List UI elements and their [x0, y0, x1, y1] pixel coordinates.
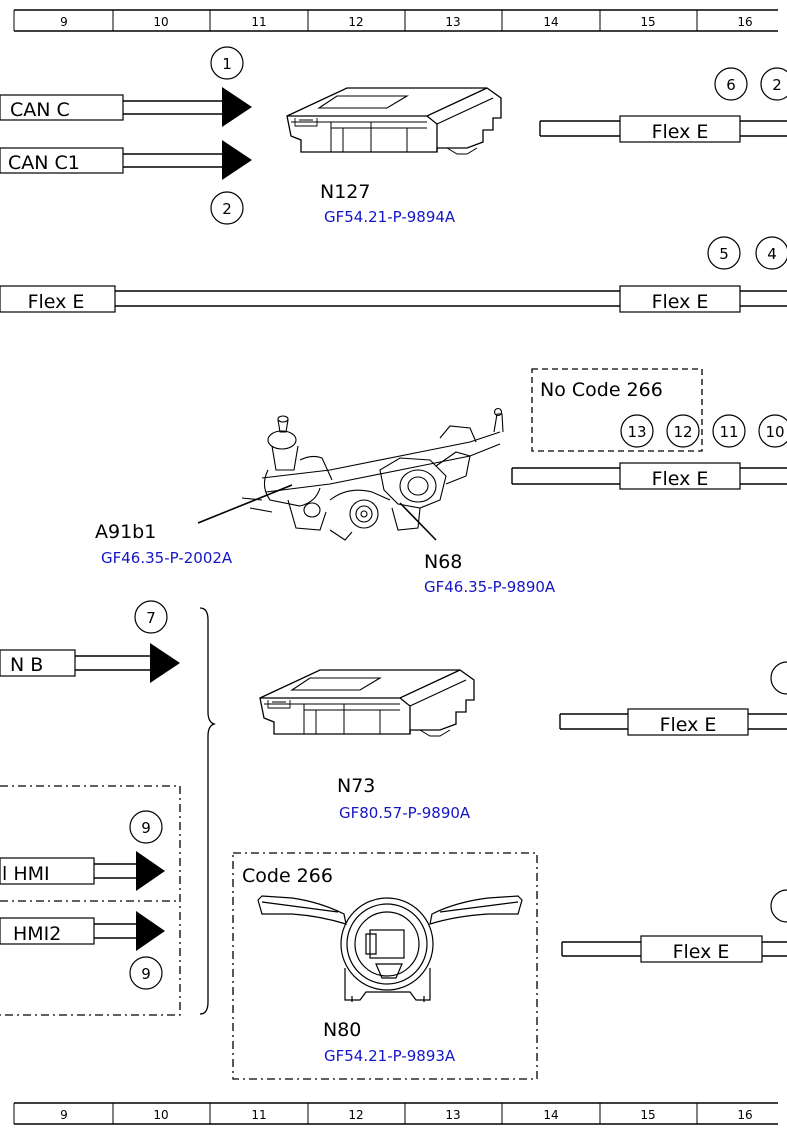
reference-link-n73[interactable]: GF80.57-P-9890A [339, 804, 471, 822]
hmi-group-box [0, 785, 181, 1016]
reference-link-n80[interactable]: GF54.21-P-9893A [324, 1047, 456, 1065]
n127-control-unit-illustration [286, 87, 502, 155]
steering-rack-illustration [241, 407, 504, 541]
component-label-n68: N68 [424, 551, 462, 573]
svg-text:7: 7 [146, 609, 156, 627]
grid-col-label: 15 [640, 1108, 655, 1122]
callout-10: 10 [758, 414, 787, 448]
signal-flex-e: Flex E [539, 115, 787, 143]
group-brace [199, 607, 217, 1015]
grid-col-label: 14 [543, 15, 558, 29]
callout-4: 4 [755, 236, 787, 270]
svg-text:5: 5 [719, 245, 729, 263]
reference-link-n68[interactable]: GF46.35-P-9890A [424, 578, 556, 596]
callout-partial [770, 661, 787, 695]
svg-text:4: 4 [767, 245, 777, 263]
callout-12: 12 [666, 414, 700, 448]
svg-text:13: 13 [627, 423, 646, 441]
grid-col-label: 14 [543, 1108, 558, 1122]
signal-label: Flex E [660, 714, 717, 736]
callout-11: 11 [712, 414, 746, 448]
code-266-box: Code 266 [232, 852, 538, 1080]
arrow-icon [150, 643, 180, 683]
box-label: Code 266 [242, 865, 333, 887]
grid-col-label: 16 [737, 15, 752, 29]
no-code-266-box: No Code 266 [531, 368, 703, 452]
grid-col-label: 9 [60, 15, 68, 29]
signal-can-b: N B [0, 643, 180, 683]
grid-col-label: 11 [251, 15, 266, 29]
signal-label: l HMI [2, 863, 50, 885]
svg-text:10: 10 [765, 423, 784, 441]
signal-flex-e: Flex E [561, 935, 787, 963]
grid-col-label: 13 [445, 1108, 460, 1122]
signal-flex-e-bus: Flex E Flex E [0, 285, 787, 313]
grid-col-label: 10 [153, 15, 168, 29]
component-label-n80: N80 [323, 1019, 361, 1041]
svg-text:11: 11 [719, 423, 738, 441]
grid-ruler-bottom: 9 10 11 12 13 14 15 16 [13, 1102, 778, 1125]
grid-col-label: 12 [348, 15, 363, 29]
n80-steering-column-module-illustration [257, 895, 523, 1002]
callout-9a: 9 [129, 810, 163, 844]
callout-9b: 9 [129, 956, 163, 990]
n73-control-unit-illustration [259, 669, 475, 737]
callout-2: 2 [210, 191, 244, 225]
signal-label: Flex E [28, 291, 85, 313]
component-label-n73: N73 [337, 775, 375, 797]
signal-label: Flex E [652, 291, 709, 313]
component-label-a91b1: A91b1 [95, 521, 156, 543]
grid-col-label: 9 [60, 1108, 68, 1122]
arrow-icon [222, 87, 252, 127]
grid-col-label: 12 [348, 1108, 363, 1122]
callout-1: 1 [210, 46, 244, 80]
component-label-n127: N127 [320, 181, 370, 203]
reference-link-a91b1[interactable]: GF46.35-P-2002A [101, 549, 233, 567]
grid-col-label: 16 [737, 1108, 752, 1122]
arrow-icon [136, 911, 165, 951]
signal-label: CAN C1 [8, 152, 80, 174]
callout-13: 13 [620, 414, 654, 448]
signal-label: HMI2 [13, 923, 61, 945]
callout-6: 6 [714, 67, 748, 101]
box-label: No Code 266 [540, 379, 663, 401]
svg-text:2: 2 [772, 76, 782, 94]
grid-ruler-top: 9 10 11 12 13 14 15 16 [13, 9, 778, 32]
signal-hmi2: HMI2 [0, 911, 165, 951]
callout-2b: 2 [760, 67, 787, 101]
svg-text:9: 9 [141, 819, 151, 837]
grid-col-label: 11 [251, 1108, 266, 1122]
signal-label: N B [10, 654, 43, 676]
signal-flex-e: Flex E [559, 708, 787, 736]
leader-line [399, 502, 437, 541]
callout-7: 7 [134, 600, 168, 634]
svg-text:9: 9 [141, 965, 151, 983]
grid-col-label: 13 [445, 15, 460, 29]
callout-partial [770, 889, 787, 923]
signal-can-c1: CAN C1 [0, 140, 252, 180]
signal-label: Flex E [652, 468, 709, 490]
grid-col-label: 10 [153, 1108, 168, 1122]
svg-text:1: 1 [222, 55, 232, 73]
svg-text:2: 2 [222, 200, 232, 218]
leader-line [197, 484, 293, 524]
signal-hmi: l HMI [0, 851, 165, 891]
signal-flex-e: Flex E [511, 462, 787, 490]
callout-5: 5 [707, 236, 741, 270]
arrow-icon [222, 140, 252, 180]
signal-label: Flex E [673, 941, 730, 963]
svg-text:6: 6 [726, 76, 736, 94]
signal-label: Flex E [652, 121, 709, 143]
signal-can-c: CAN C [0, 87, 252, 127]
reference-link-n127[interactable]: GF54.21-P-9894A [324, 208, 456, 226]
svg-text:12: 12 [673, 423, 692, 441]
signal-label: CAN C [10, 99, 70, 121]
grid-col-label: 15 [640, 15, 655, 29]
arrow-icon [136, 851, 165, 891]
